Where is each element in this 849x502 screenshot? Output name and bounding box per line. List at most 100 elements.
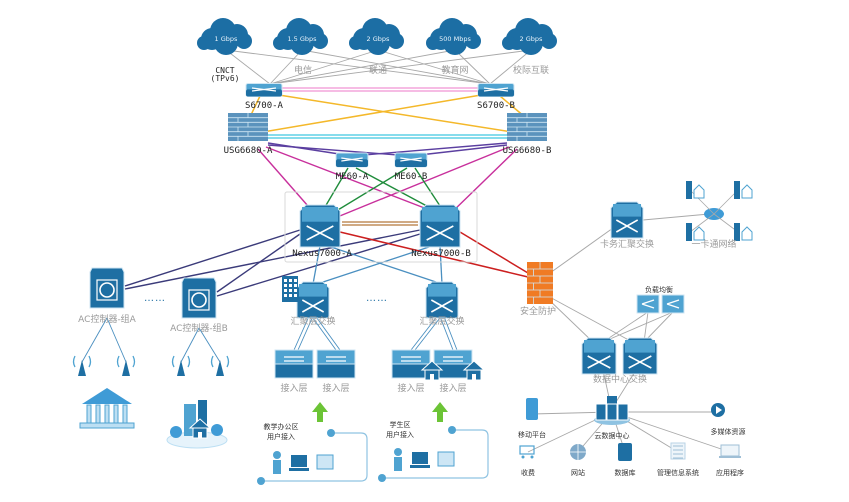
- link-agg-access: [442, 313, 458, 351]
- link-cloud-s6700b: [454, 49, 491, 85]
- cloud-datacenter-icon: [594, 396, 630, 425]
- nexus7000-a-icon: [299, 204, 341, 248]
- teaching-office-user-zone: [257, 429, 368, 485]
- cloud-icon-2: [273, 18, 328, 55]
- label-s6700-b: S6700-B: [477, 101, 515, 111]
- link-nexus-ac: [124, 229, 301, 287]
- user-icon: [394, 448, 402, 456]
- link-lb-dc: [602, 311, 649, 343]
- access-switch-1-icon: [274, 349, 314, 379]
- link-nexus-agg: [439, 245, 443, 285]
- s6700-b-icon: [477, 83, 515, 97]
- label-load-balancer: 负载均衡: [645, 286, 673, 294]
- label-service-media: 多媒体资源: [710, 428, 746, 436]
- label-ac-group-a: AC控制器-组A: [78, 315, 136, 325]
- desktop-icon: [289, 468, 309, 471]
- office-building-icon: [282, 276, 298, 302]
- cloud-label-2: 1.5 Gbps: [287, 35, 317, 43]
- link-cloud-s6700b: [377, 49, 491, 85]
- label-service-apps: 应用程序: [716, 469, 744, 477]
- up-arrow-icon: [312, 402, 328, 422]
- label-access-2: 接入层: [322, 384, 350, 394]
- isp-label-campus: 校际互联: [512, 66, 550, 76]
- up-arrow-icon: [432, 402, 448, 422]
- link-yellow: [278, 94, 513, 133]
- label-service-mobile: 移动平台: [518, 431, 546, 439]
- label-ac-group-b: AC控制器-组B: [170, 324, 228, 334]
- isp-label-cnct: CNCT (TPv6): [210, 66, 240, 84]
- database-icon: [618, 443, 632, 461]
- card-network-icon: [686, 181, 753, 241]
- website-globe-icon: [570, 444, 586, 460]
- dc-switch-1-icon: [581, 337, 617, 375]
- desktop-icon: [291, 455, 307, 467]
- label-me60-a: ME60-A: [335, 172, 369, 182]
- label-s6700-a: S6700-A: [245, 101, 283, 111]
- link-cloud-s6700a: [225, 49, 271, 85]
- link-ac-ap: [198, 327, 221, 363]
- university-icon: [79, 388, 135, 429]
- label-student-zone-2: 用户接入: [386, 431, 414, 439]
- wireless-ap-icon: [116, 355, 136, 376]
- label-dc-switch: 数据中心交换: [592, 375, 648, 385]
- link-lb-dc: [602, 311, 674, 343]
- ac-controller-a-icon: [89, 267, 125, 309]
- link-agg-access: [410, 313, 440, 351]
- wireless-ap-icon: [72, 355, 92, 376]
- link-nexus-ac: [216, 233, 301, 293]
- access-switch-2-icon: [316, 349, 356, 379]
- link-yellow: [262, 94, 482, 133]
- label-card-agg-switch: 卡务汇聚交换: [599, 240, 655, 250]
- label-usg6680-a: USG6680-A: [223, 146, 273, 156]
- usg6680-b-firewall-icon: [507, 113, 547, 141]
- usg6680-a-firewall-icon: [228, 113, 268, 141]
- me60-b-icon: [394, 152, 428, 168]
- user-icon: [273, 460, 281, 474]
- link-cloud-s6700b: [301, 49, 491, 85]
- user-icon: [394, 457, 402, 471]
- link-card-cardnet: [642, 213, 710, 221]
- link-nexus-security: [339, 231, 529, 278]
- link-agg-access: [438, 313, 454, 351]
- link-cloud-s6700b: [225, 49, 491, 85]
- cloud-label-1: 1 Gbps: [214, 35, 238, 43]
- cloud-icon-4: [426, 18, 481, 55]
- cloud-icon-5: [502, 18, 557, 55]
- label-agg-switch-2: 汇聚层交换: [419, 317, 465, 327]
- desktop-icon: [410, 465, 430, 468]
- label-service-website: 网站: [571, 469, 585, 477]
- application-laptop-icon: [719, 444, 741, 458]
- link-usg-nexus: [329, 146, 510, 221]
- ellipsis-agg: ……: [366, 293, 388, 304]
- label-student-zone-1: 学生区: [389, 421, 411, 429]
- link-security-card: [549, 227, 614, 274]
- link-cloud-s6700b: [489, 49, 532, 85]
- link-usg-nexus: [257, 148, 316, 215]
- link-ac-ap: [180, 327, 200, 363]
- terminal-icon: [316, 454, 334, 470]
- link-dc-cloud: [615, 369, 637, 403]
- ellipsis-ac: ……: [144, 293, 166, 304]
- load-balancer-1-icon: [636, 294, 660, 314]
- wireless-ap-icon: [171, 355, 191, 376]
- media-resource-icon: [711, 403, 725, 417]
- wireless-ap-icon: [210, 355, 230, 376]
- link-ac-ap: [106, 317, 127, 363]
- label-security: 安全防护: [519, 307, 557, 317]
- label-nexus7000-b: Nexus7000-B: [411, 249, 471, 259]
- nexus7000-b-icon: [419, 204, 461, 248]
- label-access-4: 接入层: [439, 384, 467, 394]
- link-dc-service: [611, 411, 731, 453]
- agg-switch-1-icon: [296, 281, 330, 319]
- user-icon: [273, 451, 281, 459]
- label-nexus7000-a: Nexus7000-A: [292, 249, 352, 259]
- billing-cart-icon: [519, 445, 535, 459]
- access-switch-4-icon: [433, 349, 473, 379]
- label-service-billing: 收费: [521, 469, 535, 477]
- label-usg6680-b: USG6680-B: [502, 146, 552, 156]
- house-icon: [420, 360, 444, 381]
- link-security-dc: [545, 296, 596, 345]
